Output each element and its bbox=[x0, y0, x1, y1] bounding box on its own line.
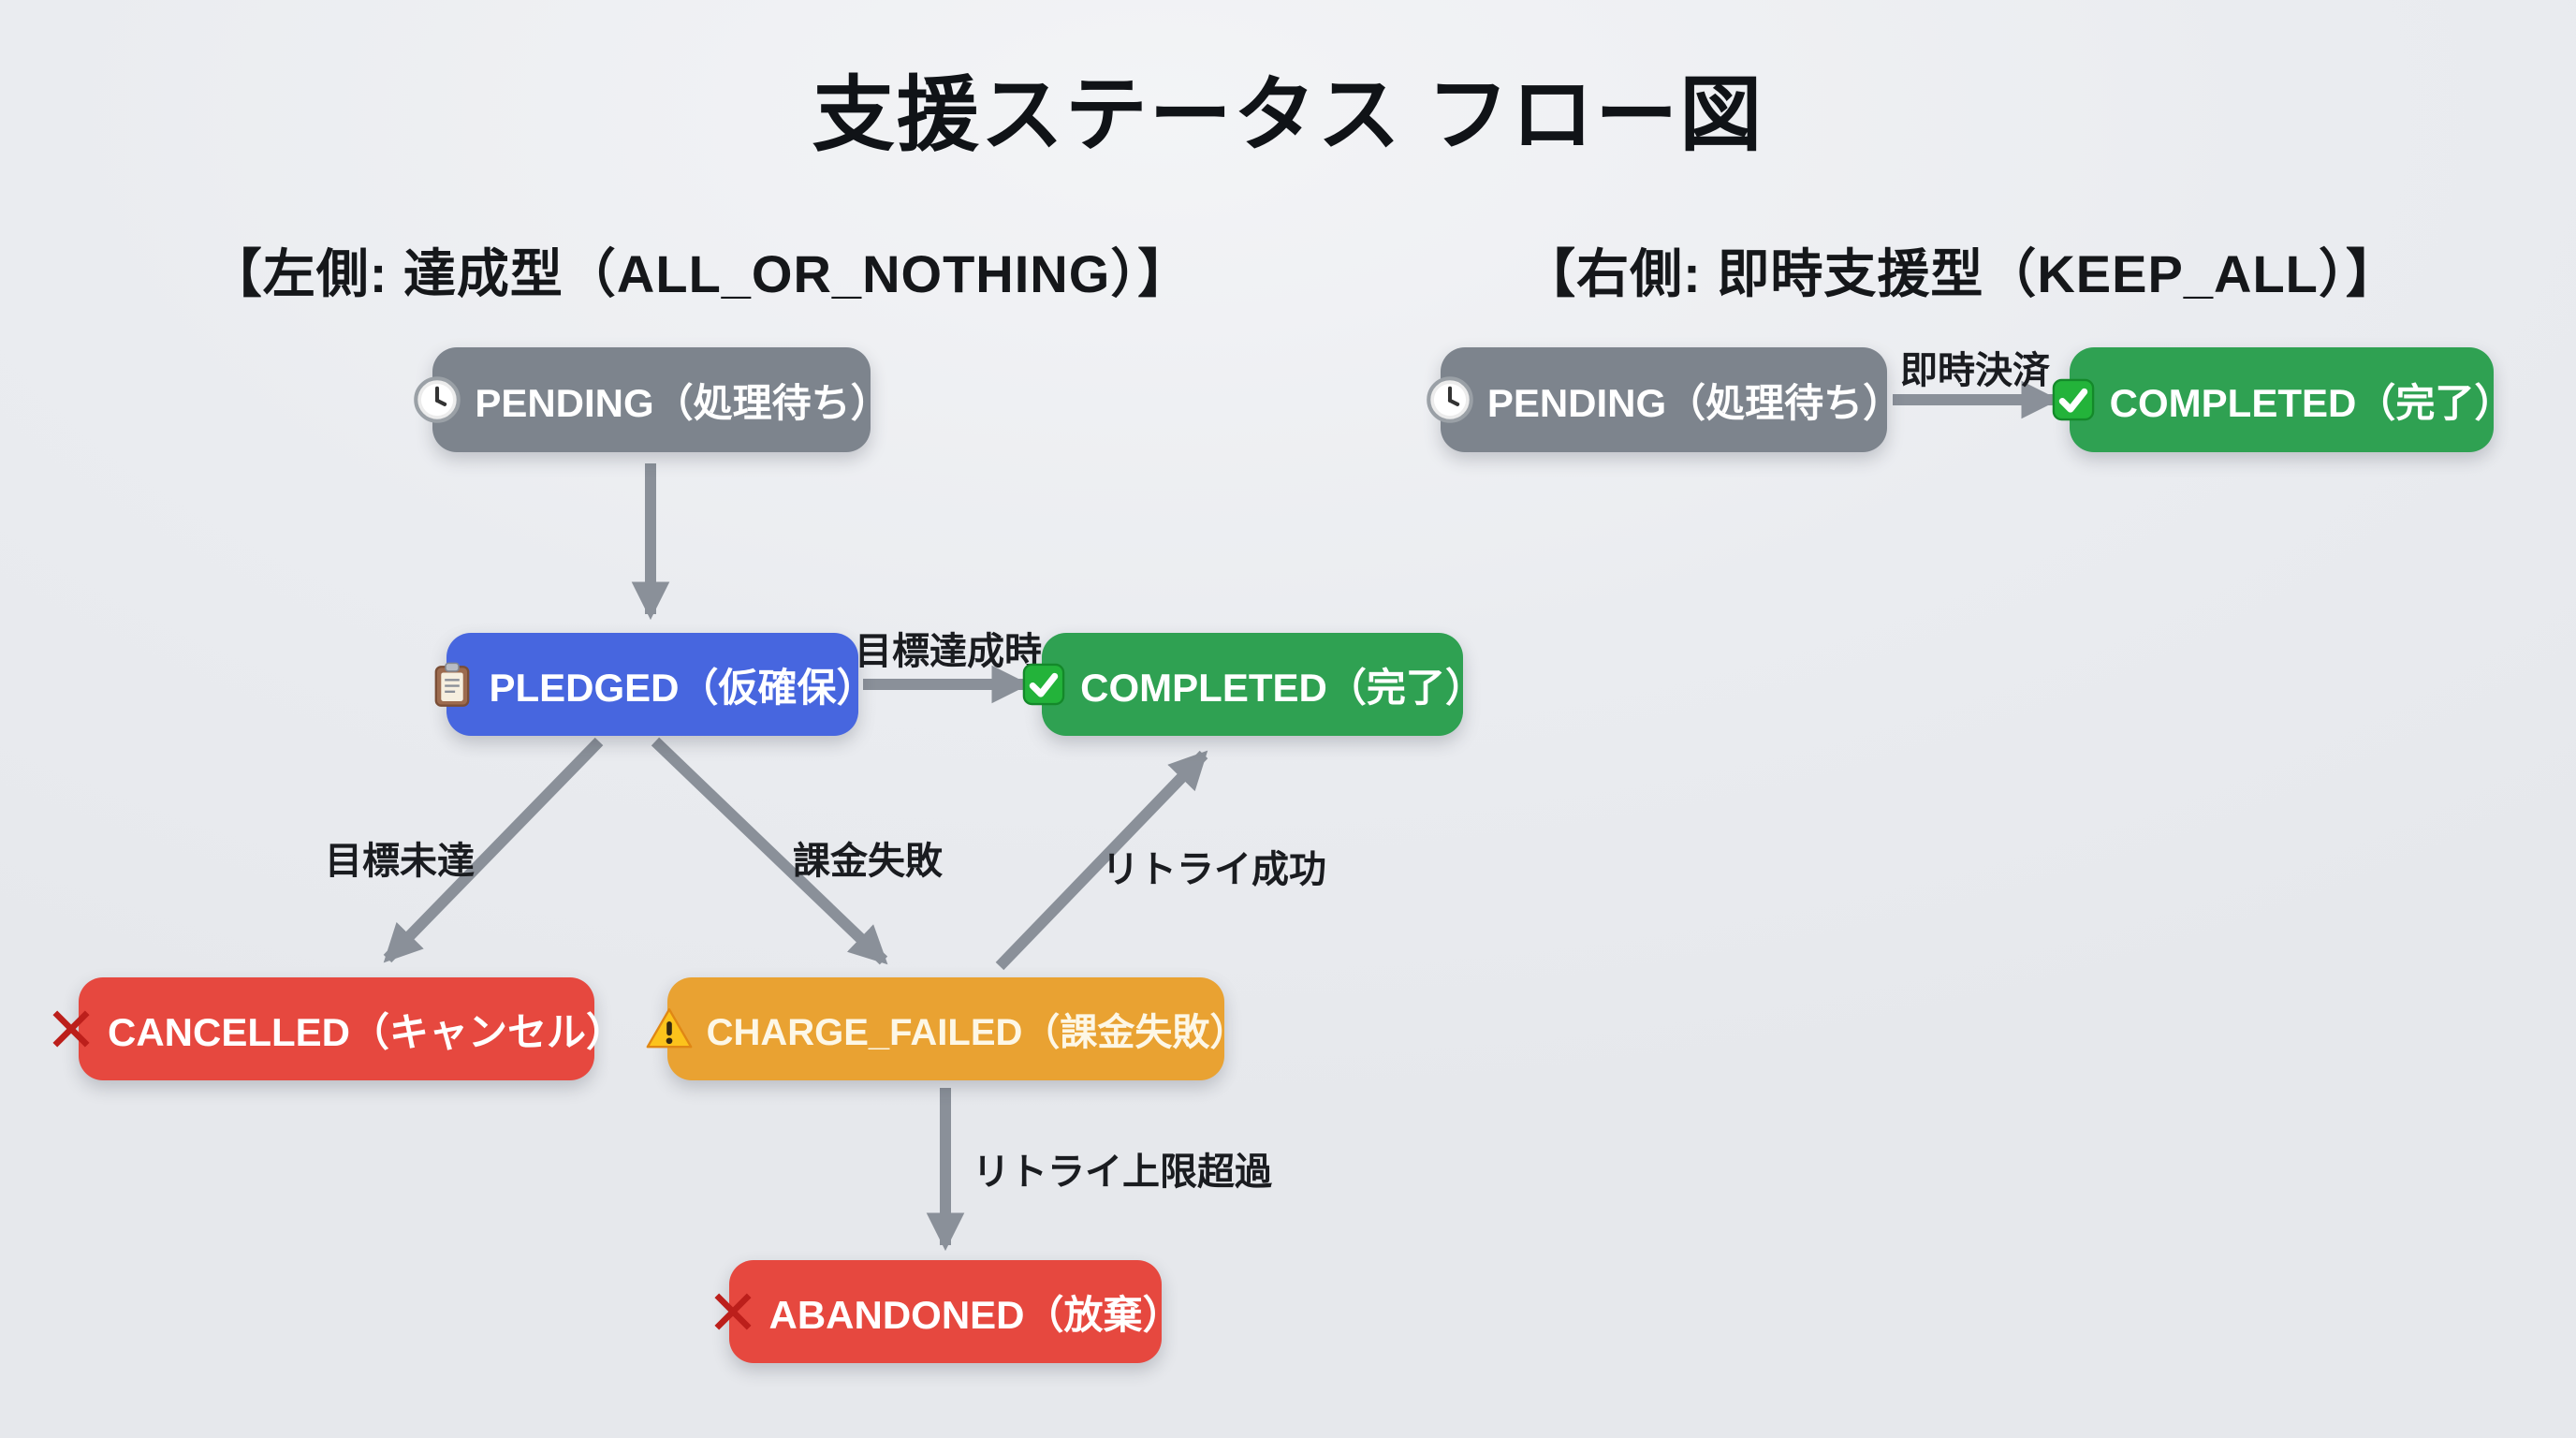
node-label: PLEDGED（仮確保） bbox=[489, 665, 876, 710]
edge-label-instant-payment: 即時決済 bbox=[1900, 350, 2050, 391]
check-icon bbox=[2050, 376, 2097, 423]
clock-icon bbox=[413, 375, 461, 424]
node-label: PENDING（処理待ち） bbox=[1486, 380, 1903, 425]
node-label: COMPLETED（完了） bbox=[2109, 380, 2514, 425]
node-cancelled: CANCELLED（キャンセル） bbox=[52, 977, 625, 1080]
node-charge-failed: CHARGE_FAILED（課金失敗） bbox=[646, 977, 1247, 1080]
edge-label-retry-limit: リトライ上限超過 bbox=[973, 1152, 1272, 1193]
warning-icon bbox=[645, 1006, 694, 1051]
node-label: ABANDONED（放棄） bbox=[768, 1292, 1182, 1337]
cross-icon bbox=[710, 1288, 756, 1335]
node-abandoned: ABANDONED（放棄） bbox=[713, 1260, 1182, 1363]
edge-label-goal-missed: 目標未達 bbox=[325, 841, 475, 882]
clock-icon bbox=[1426, 375, 1474, 424]
edge-label-charge-fail: 課金失敗 bbox=[793, 841, 943, 882]
edge-label-goal-reached: 目標達成時 bbox=[855, 631, 1042, 672]
node-completed-left: COMPLETED（完了） bbox=[1022, 633, 1485, 736]
edge-label-retry-success: リトライ成功 bbox=[1102, 849, 1326, 890]
node-pledged: PLEDGED（仮確保） bbox=[435, 633, 876, 736]
section-heading-left: 【左側: 達成型（ALL_OR_NOTHING）】 bbox=[209, 244, 1192, 303]
check-icon bbox=[1020, 661, 1067, 708]
node-pending-right: PENDING（処理待ち） bbox=[1427, 347, 1902, 452]
node-label: PENDING（処理待ち） bbox=[475, 380, 890, 425]
node-label: COMPLETED（完了） bbox=[1080, 665, 1485, 710]
node-completed-right: COMPLETED（完了） bbox=[2052, 347, 2513, 452]
cross-icon bbox=[48, 1005, 95, 1052]
section-heading-right: 【右側: 即時支援型（KEEP_ALL）】 bbox=[1523, 244, 2399, 303]
clipboard-icon bbox=[429, 660, 476, 709]
node-label: CHARGE_FAILED（課金失敗） bbox=[706, 1012, 1248, 1053]
node-pending-left: PENDING（処理待ち） bbox=[414, 347, 890, 452]
page-title: 支援ステータス フロー図 bbox=[812, 68, 1764, 161]
node-label: CANCELLED（キャンセル） bbox=[108, 1009, 625, 1054]
